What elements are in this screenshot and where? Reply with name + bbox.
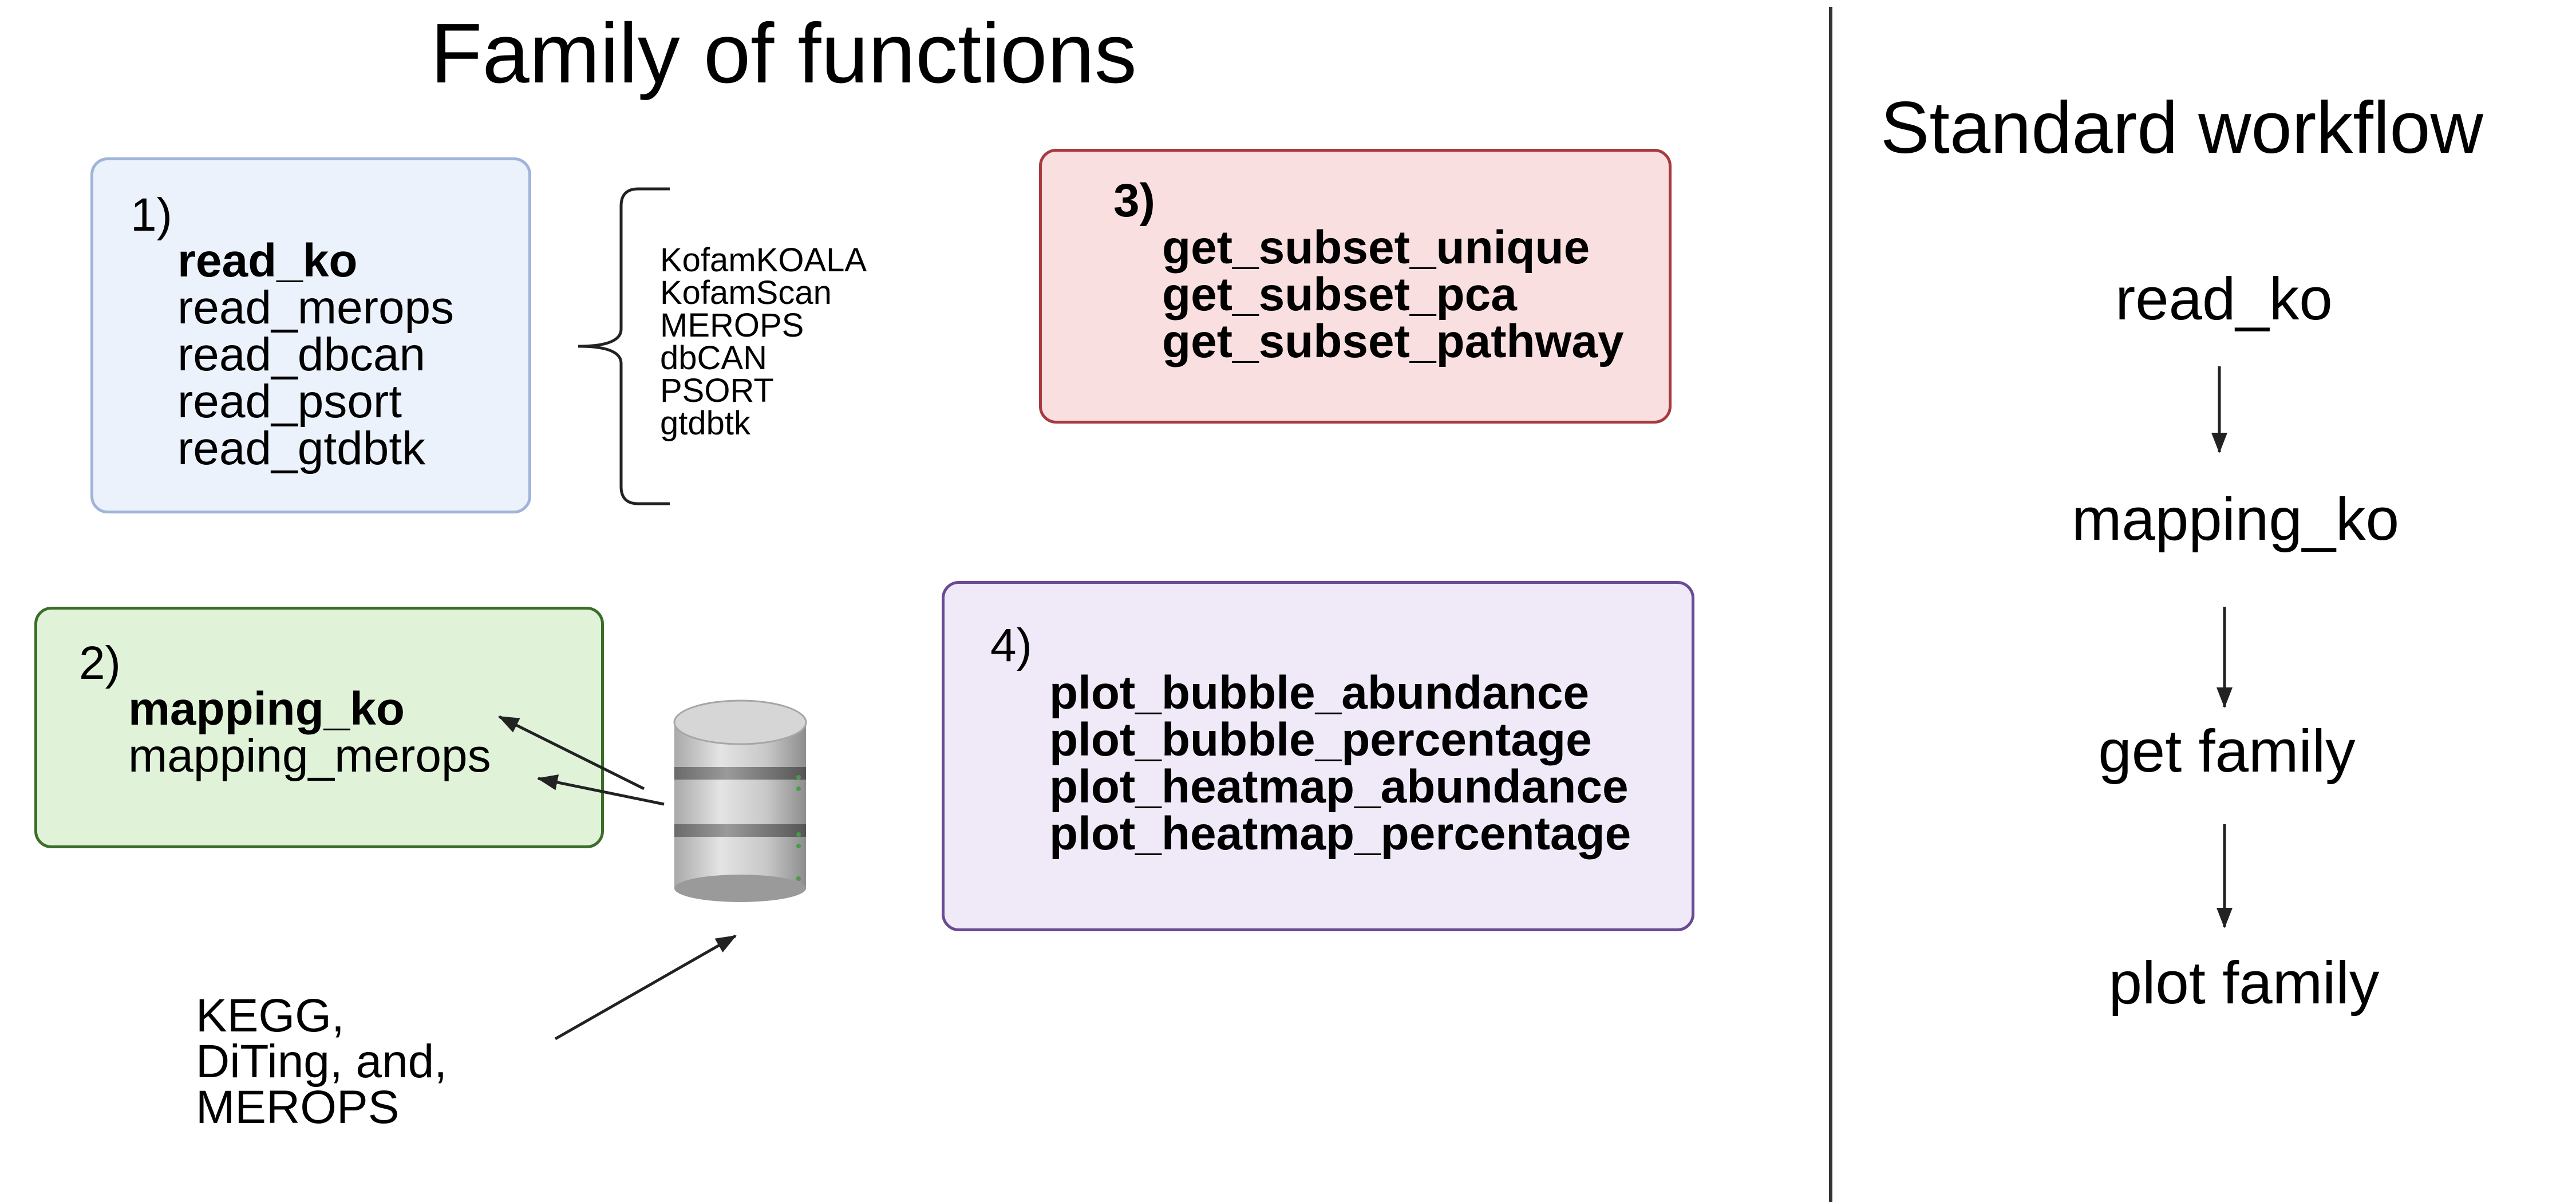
arrow-icon — [537, 774, 665, 806]
box2-function-list: mapping_ko mapping_merops — [128, 686, 491, 780]
box1-number: 1) — [131, 189, 172, 241]
database-source: MEROPS — [196, 1081, 400, 1133]
function-plot-heatmap-percentage: plot_heatmap_percentage — [1049, 808, 1631, 860]
function-read-dbcan: read_dbcan — [177, 329, 426, 381]
function-plot-bubble-abundance: plot_bubble_abundance — [1049, 667, 1590, 719]
tool-item: PSORT — [660, 372, 774, 409]
function-get-subset-pca: get_subset_pca — [1162, 268, 1517, 321]
box1-function-list: read_ko read_merops read_dbcan read_psor… — [177, 238, 454, 472]
box3-number: 3) — [1113, 175, 1155, 227]
function-read-gtdbtk: read_gtdbtk — [177, 422, 426, 475]
box4-function-list: plot_bubble_abundance plot_bubble_percen… — [1049, 670, 1631, 857]
function-read-ko: read_ko — [177, 235, 358, 287]
function-get-subset-pathway: get_subset_pathway — [1162, 315, 1624, 367]
box3-function-list: get_subset_unique get_subset_pca get_sub… — [1162, 224, 1624, 365]
box-plot-functions — [942, 581, 1694, 931]
function-mapping-ko: mapping_ko — [128, 683, 405, 735]
box2-number: 2) — [79, 637, 121, 689]
function-get-subset-unique: get_subset_unique — [1162, 222, 1590, 274]
workflow-step-mapping-ko: mapping_ko — [2071, 486, 2400, 553]
vertical-divider — [1829, 7, 1832, 1202]
workflow-step-get-family: get family — [2098, 718, 2356, 785]
function-read-merops: read_merops — [177, 282, 455, 334]
tool-item: MEROPS — [660, 307, 804, 344]
box-read-functions — [90, 157, 531, 513]
function-plot-heatmap-abundance: plot_heatmap_abundance — [1049, 761, 1629, 813]
database-sources-label: KEGG, DiTing, and, MEROPS — [196, 990, 448, 1133]
tool-item: KofamScan — [660, 274, 832, 311]
arrow-icon — [498, 715, 645, 790]
function-plot-bubble-percentage: plot_bubble_percentage — [1049, 714, 1592, 766]
database-source: KEGG, — [196, 990, 345, 1042]
workflow-title: Standard workflow — [1880, 87, 2483, 169]
database-icon — [673, 699, 807, 902]
tools-list: KofamKOALA KofamScan MEROPS dbCAN PSORT … — [660, 244, 867, 440]
box4-number: 4) — [990, 619, 1032, 671]
arrow-icon — [554, 934, 737, 1041]
function-read-psort: read_psort — [177, 375, 402, 428]
box-subset-functions — [1039, 149, 1672, 424]
main-title: Family of functions — [430, 6, 1137, 101]
tool-item: gtdbtk — [660, 405, 750, 442]
workflow-step-read-ko: read_ko — [2115, 266, 2333, 333]
function-mapping-merops: mapping_merops — [128, 730, 491, 782]
curly-brace-icon — [578, 187, 670, 505]
database-source: DiTing, and, — [196, 1035, 448, 1088]
workflow-step-plot-family: plot family — [2108, 950, 2380, 1017]
tool-item: KofamKOALA — [660, 242, 867, 279]
tool-item: dbCAN — [660, 339, 767, 377]
